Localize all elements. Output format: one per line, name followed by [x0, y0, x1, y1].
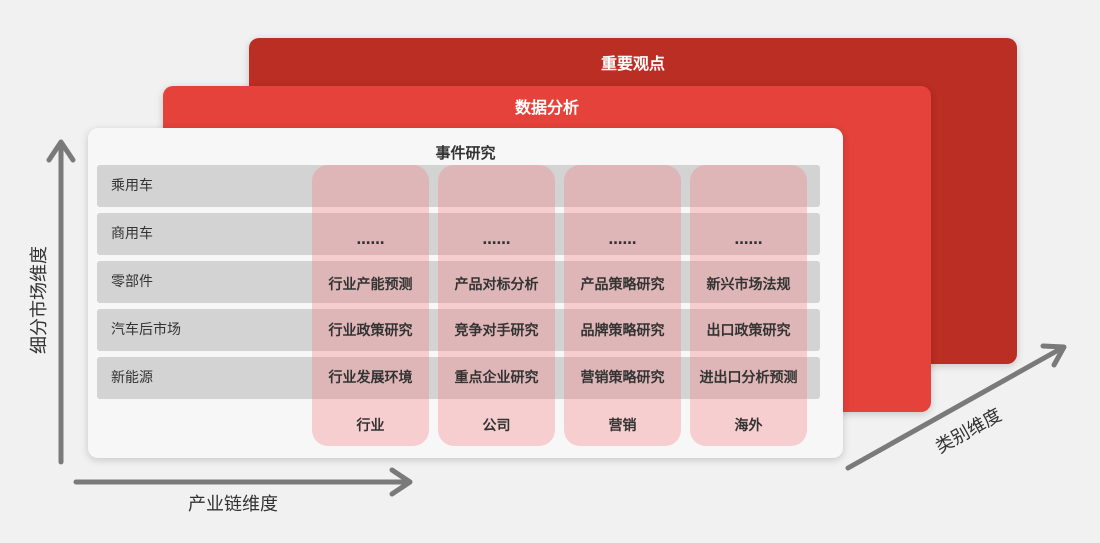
column-footer-overseas: 海外 — [734, 418, 763, 434]
row-label: 新能源 — [111, 370, 153, 386]
vertical-axis-arrow-icon — [46, 139, 76, 163]
layer-event-research-title: 事件研究 — [435, 144, 496, 162]
diagonal-axis-line — [845, 345, 1065, 471]
column-footer-company: 公司 — [482, 418, 511, 434]
cell: 行业产能预测 — [328, 277, 413, 293]
cell: 品牌策略研究 — [580, 323, 665, 339]
layer-event-research: 事件研究 乘用车 商用车 零部件 汽车后市场 新能源 …… 行业产能预测 行业政… — [88, 128, 843, 458]
row-band: 汽车后市场 — [97, 309, 820, 351]
horizontal-axis-arrow-icon — [389, 467, 413, 497]
diagonal-axis-arrow-icon — [1040, 343, 1067, 368]
row-band: 新能源 — [97, 357, 820, 399]
cell: …… — [734, 232, 763, 248]
cell: …… — [482, 232, 511, 248]
layer-key-viewpoints-title: 重要观点 — [600, 54, 665, 73]
row-label: 商用车 — [111, 226, 153, 242]
column-overlay-industry — [312, 165, 429, 446]
column-footer-industry: 行业 — [356, 418, 385, 434]
row-label: 乘用车 — [111, 178, 153, 194]
column-overlay-company — [438, 165, 555, 446]
row-label: 零部件 — [111, 274, 153, 290]
row-band: 乘用车 — [97, 165, 820, 207]
cell: 进出口分析预测 — [699, 370, 798, 386]
column-overlay-marketing — [564, 165, 681, 446]
row-label: 汽车后市场 — [111, 322, 181, 338]
cell: 重点企业研究 — [454, 370, 539, 386]
cell: …… — [356, 232, 385, 248]
cell: 新兴市场法规 — [706, 277, 791, 293]
horizontal-axis-label: 产业链维度 — [188, 494, 278, 515]
layer-data-analysis-title: 数据分析 — [514, 98, 579, 117]
cell: 产品对标分析 — [454, 277, 539, 293]
vertical-axis-label: 细分市场维度 — [29, 246, 50, 354]
column-overlay-overseas — [690, 165, 807, 446]
cell: 出口政策研究 — [706, 323, 791, 339]
row-band: 商用车 — [97, 213, 820, 255]
cell: 营销策略研究 — [580, 370, 665, 386]
cell: …… — [608, 232, 637, 248]
cell: 产品策略研究 — [580, 277, 665, 293]
cell: 竞争对手研究 — [454, 323, 539, 339]
cell: 行业发展环境 — [328, 370, 413, 386]
cell: 行业政策研究 — [328, 323, 413, 339]
row-band: 零部件 — [97, 261, 820, 303]
column-footer-marketing: 营销 — [608, 418, 637, 434]
